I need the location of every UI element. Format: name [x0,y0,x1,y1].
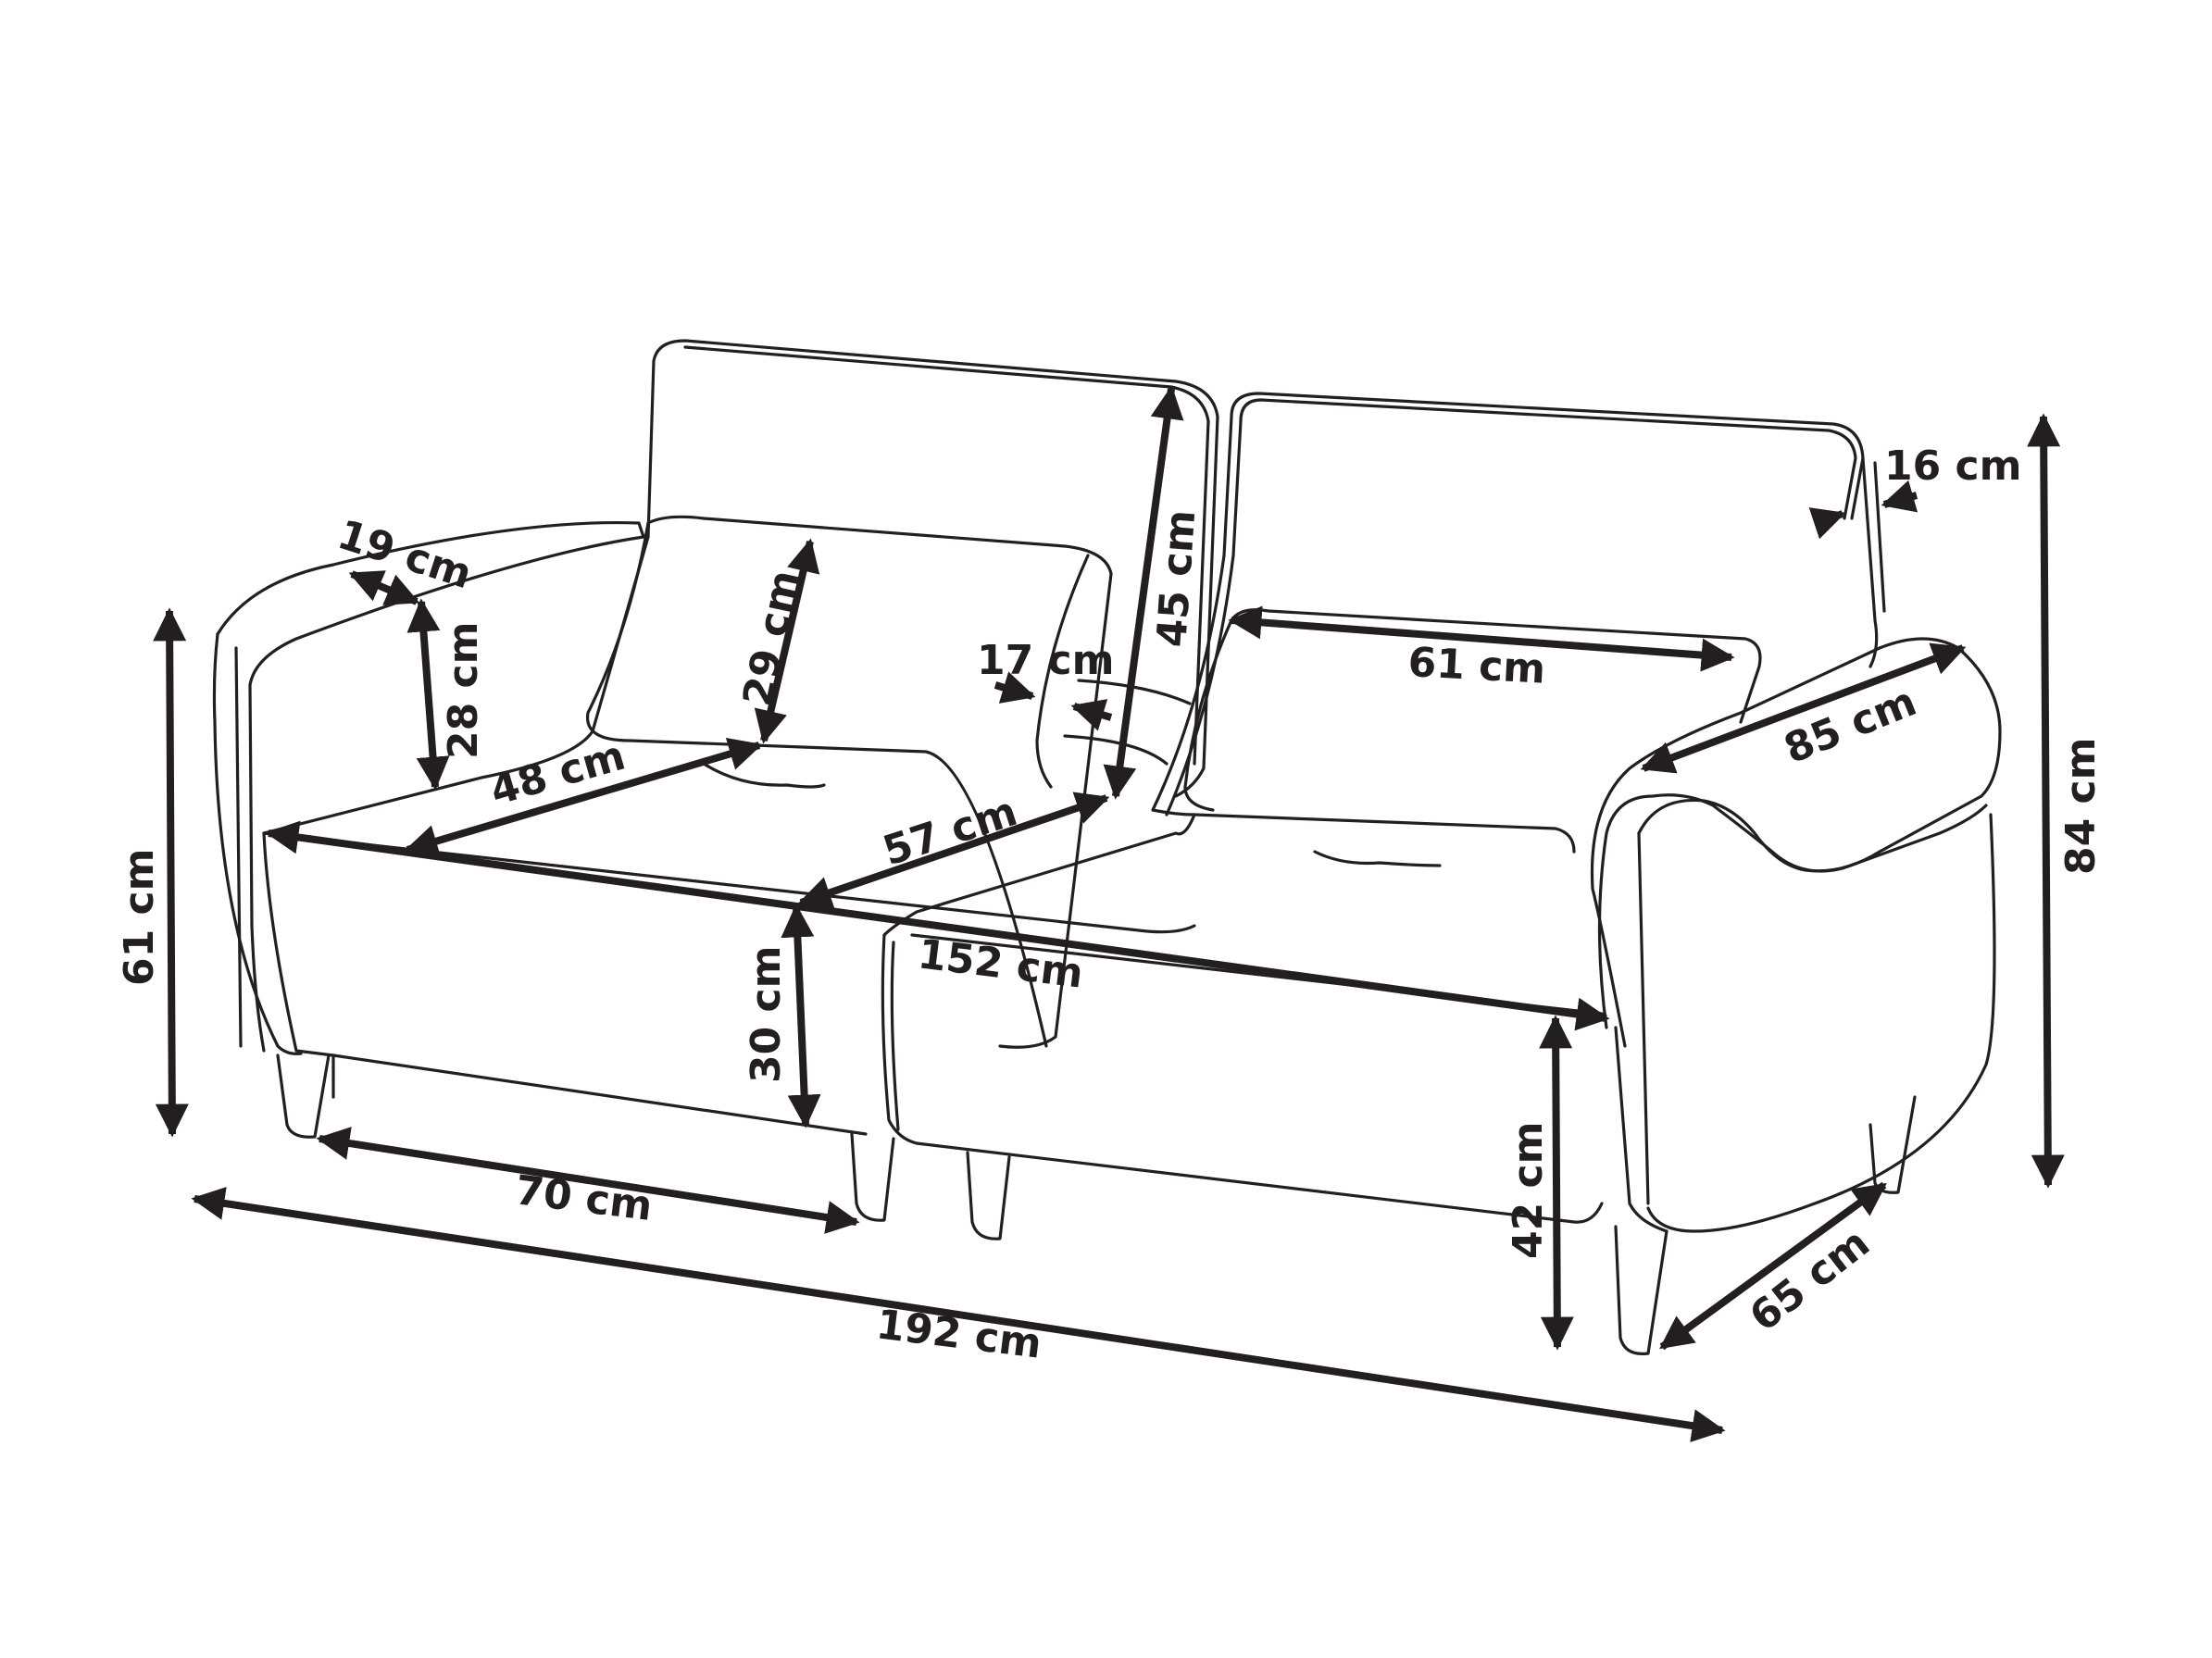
arrow-30cm [781,904,821,1128]
label-84cm: 84 cm [2057,738,2105,875]
arrow-84cm [2027,413,2065,1189]
left-armrest [216,520,645,687]
label-42cm: 42 cm [1505,1122,1552,1259]
arrow-192cm [191,1187,1726,1442]
leg-back-right [1868,1095,1917,1194]
arrow-28cm [406,598,450,791]
right-front-panel [915,1141,1604,1224]
label-57cm: 57 cm [878,788,1023,875]
sofa-outline [212,339,2002,1355]
label-29cm: 29 cm [734,566,809,710]
label-19cm: 19 cm [332,511,478,598]
label-45cm: 45 cm [1148,508,1205,649]
leg-front-mid-right [966,1151,1011,1240]
leg-front-right [1614,1225,1668,1355]
right-armrest [1590,637,2002,1048]
leg-front-mid-left [850,1132,895,1222]
left-backrest [646,339,1219,798]
dimension-arrows [153,385,2065,1442]
right-seat [1151,808,1576,854]
label-61cm-pillow: 61 cm [1406,639,1546,693]
left-pillow [646,515,1113,1049]
arrow-45cm [1103,385,1184,800]
arrow-61cm-left [153,607,189,1138]
left-seat-tuft [702,762,826,789]
arrow-17cm-b [1070,699,1113,731]
label-17cm: 17 cm [977,637,1114,684]
label-16cm: 16 cm [1884,443,2021,490]
label-70cm: 70 cm [513,1166,656,1230]
arrow-42cm [1539,1015,1574,1351]
arrow-16cm-b [1881,480,1918,513]
label-192cm: 192 cm [874,1301,1044,1367]
arrow-17cm-a [994,671,1036,704]
arrow-85cm [1640,642,1967,774]
arrow-16cm-a [1808,507,1846,540]
arrow-29cm [754,538,820,744]
arrow-152cm [265,820,1610,1031]
arrow-65cm [1659,1181,1887,1351]
label-61cm-left: 61 cm [116,849,163,986]
leg-front-left [276,1053,331,1139]
left-front-panel [331,1053,868,1136]
arrow-19cm [348,570,420,605]
label-30cm: 30 cm [743,946,790,1083]
right-backrest [1230,392,1865,520]
right-seat-tuft [1313,850,1442,867]
label-28cm: 28 cm [440,622,487,759]
